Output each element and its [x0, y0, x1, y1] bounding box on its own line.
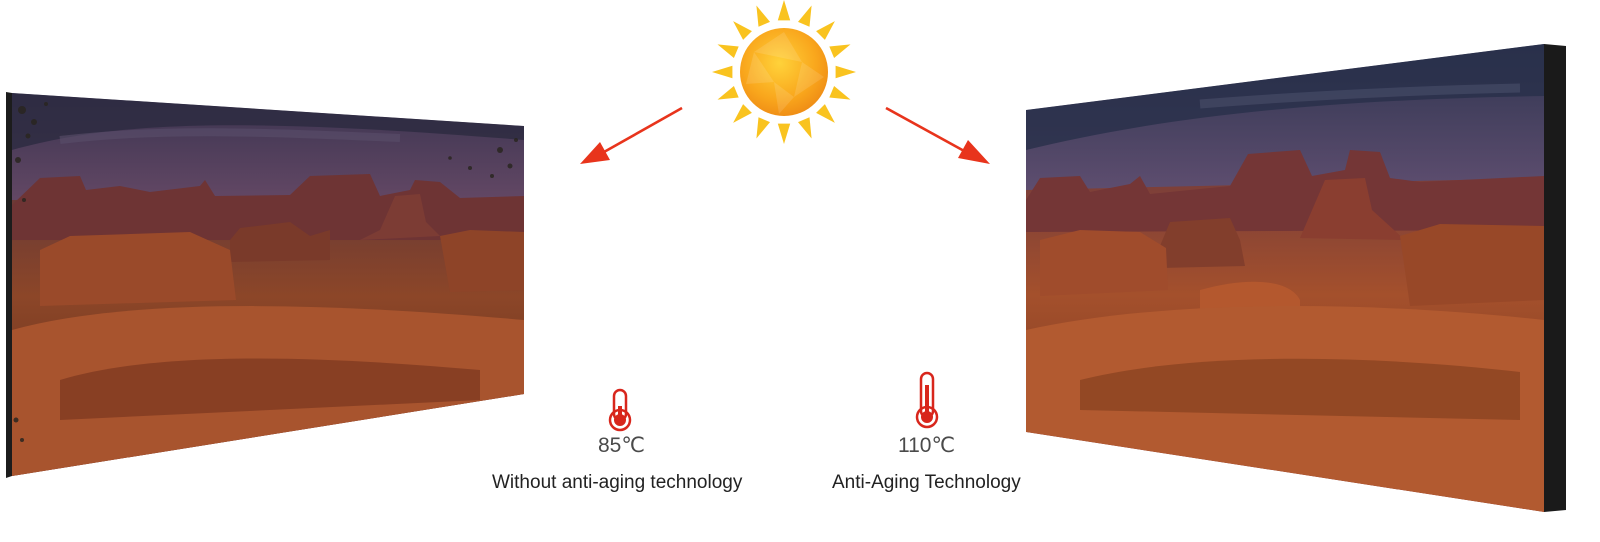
right-caption: Anti-Aging Technology: [832, 472, 1021, 493]
left-display-panel: [6, 92, 524, 478]
right-display-panel: [1026, 44, 1566, 512]
arrow-icon-right: [885, 106, 990, 164]
sun-ray: [816, 21, 835, 40]
sun-ray: [829, 86, 851, 100]
sun-ray: [717, 86, 739, 100]
sun-ray: [733, 21, 752, 40]
left-temperature: 85℃: [598, 434, 645, 457]
sun-ray: [712, 65, 733, 79]
sun-ray: [835, 65, 856, 79]
sun-icon: [712, 0, 856, 144]
arrow-icon-left: [580, 106, 683, 164]
sun-ray: [798, 117, 812, 139]
sun-ray: [756, 117, 770, 139]
sun-ray: [798, 5, 812, 27]
right-temperature: 110℃: [898, 434, 956, 457]
sun-ray: [816, 104, 835, 123]
sun-ray: [777, 123, 791, 144]
thermometer-icon-right: [915, 371, 939, 429]
sun-ray: [756, 5, 770, 27]
sun-ray: [717, 44, 739, 58]
thermometer-icon-left: [608, 388, 632, 432]
sun-ray: [733, 104, 752, 123]
sun-ray: [777, 0, 791, 21]
left-caption: Without anti-aging technology: [492, 472, 743, 493]
sun-ray: [829, 44, 851, 58]
